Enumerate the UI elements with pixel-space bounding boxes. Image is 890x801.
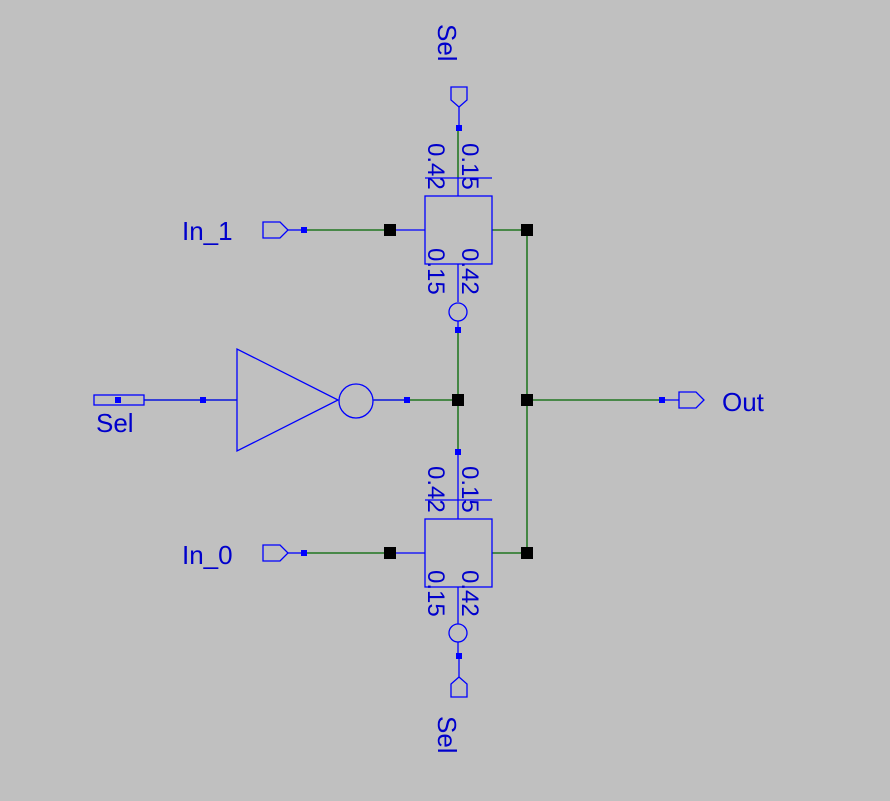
junction-gate-node[interactable]	[452, 394, 464, 406]
port-sel-bottom-symbol[interactable]	[450, 676, 468, 698]
junction-tg1-out[interactable]	[521, 224, 533, 236]
port-sel-left-label: Sel	[96, 408, 134, 438]
port-out-label: Out	[722, 387, 765, 417]
tg1-size-bottom-left: 0.15	[422, 248, 449, 295]
tg0-size-top-left: 0.42	[422, 466, 449, 513]
tg0-size-labels: 0.42 0.15 0.15 0.42	[422, 466, 483, 617]
tg0-size-bottom-left: 0.15	[422, 570, 449, 617]
pin-dot	[455, 449, 461, 455]
pin-dot	[301, 550, 307, 556]
pin-dot	[659, 397, 665, 403]
port-out-symbol[interactable]	[678, 391, 705, 409]
junction-tg0-in[interactable]	[384, 547, 396, 559]
port-in0-label: In_0	[182, 540, 233, 570]
port-in1-symbol[interactable]	[262, 221, 289, 239]
port-sel-top-symbol[interactable]	[450, 86, 468, 108]
pin-dot	[404, 397, 410, 403]
pin-dot	[455, 327, 461, 333]
junction-tg1-in[interactable]	[384, 224, 396, 236]
tg1-size-bottom-right: 0.42	[456, 248, 483, 295]
tg1-size-top-left: 0.42	[422, 143, 449, 190]
tg1-size-labels: 0.42 0.15 0.15 0.42	[422, 143, 483, 295]
pin-dot	[456, 653, 462, 659]
junction-output-node[interactable]	[521, 394, 533, 406]
junction-tg0-out[interactable]	[521, 547, 533, 559]
port-in0-symbol[interactable]	[262, 544, 289, 562]
inverter-bubble	[338, 383, 374, 419]
inverter[interactable]	[203, 347, 407, 453]
tg1-inversion-bubble	[448, 302, 468, 322]
pin-dot	[456, 125, 462, 131]
wires	[144, 128, 662, 554]
port-in1-label: In_1	[182, 216, 233, 246]
pin-dot	[115, 397, 121, 403]
tg0-size-bottom-right: 0.42	[456, 570, 483, 617]
tg1-size-top-right: 0.15	[456, 143, 483, 190]
junctions	[384, 224, 533, 559]
pin-dot	[200, 397, 206, 403]
tg0-inversion-bubble	[448, 623, 468, 643]
port-sel-top-label: Sel	[432, 24, 462, 62]
tg0-size-top-right: 0.15	[456, 466, 483, 513]
pin-dot	[301, 227, 307, 233]
inverter-triangle	[236, 347, 340, 453]
pin-dots	[115, 125, 665, 659]
port-sel-bottom-label: Sel	[432, 716, 462, 754]
